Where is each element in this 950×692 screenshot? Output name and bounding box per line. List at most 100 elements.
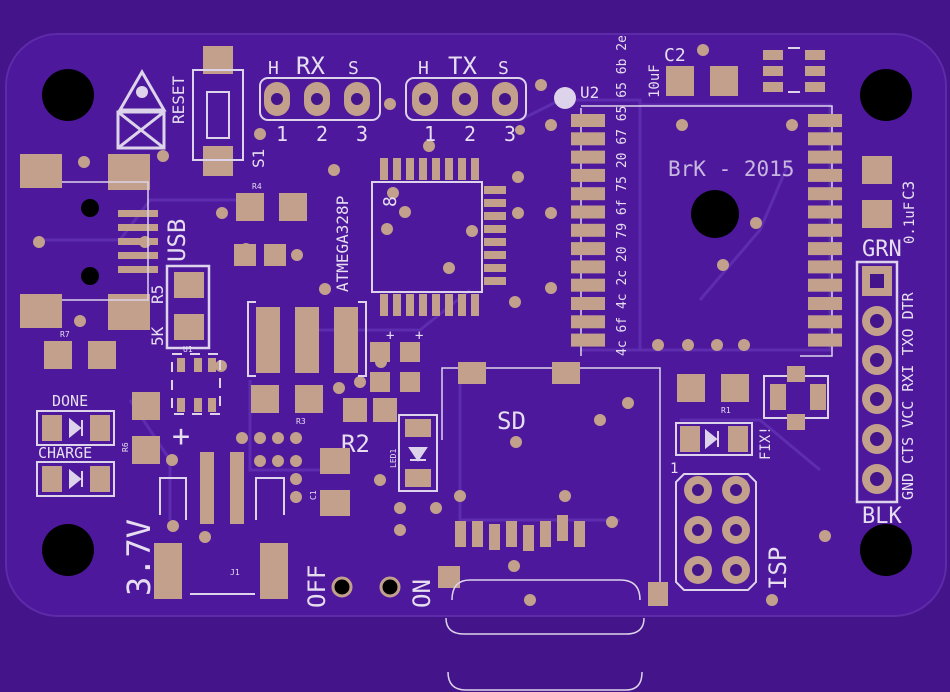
ic-pin-pad [484,225,506,233]
ic-pin-pad [808,333,842,347]
usb-connector [20,154,158,330]
fix-diode [763,366,829,430]
tx-pin-1: 1 [424,122,436,146]
credit-label: BrK - 2015 [668,157,794,181]
r5-label: R5 [148,285,167,304]
rx-pin-2: 2 [316,122,328,146]
rx-title: RX [296,52,325,80]
rx-h-label: H [268,58,279,79]
r1-label: R1 [721,406,731,415]
tx-pin-3: 3 [504,122,516,146]
mount-hole [860,69,912,121]
ic-pin-pad [571,297,605,310]
ic-pin-pad [406,158,414,180]
rx-pin-3: 3 [356,122,368,146]
ic-pin-pad [808,278,842,292]
ic-pin-pad [808,260,842,274]
c3-value: 0.1uF [902,202,918,244]
switch-label: S1 [249,149,268,168]
ic-pin-pad [808,297,842,310]
ic-pin-pad [419,158,427,180]
ic-pin-pad [571,223,605,237]
c2-label: C2 [664,45,686,66]
ic-pin-pad [406,294,414,316]
isp-pin1-label: 1 [670,461,678,477]
led1 [398,414,438,492]
ic-pin-pad [571,260,605,274]
rx-header [259,77,381,121]
ic-pin-pad [571,168,605,182]
u2-module [554,87,842,357]
mount-hole [42,524,94,576]
voltage-regulator [763,47,825,93]
resistor-pad [236,193,264,221]
blk-label: BLK [862,504,902,529]
r6-label: R6 [121,442,130,452]
warning-icon [116,69,167,150]
battery-label: 3.7V [120,519,158,596]
charge-label: CHARGE [38,444,92,462]
svg-text:+: + [415,328,423,344]
led1-label: LED1 [389,449,398,468]
ic-pin-pad [458,294,466,316]
ic-pin-pad [808,114,842,127]
ic-pin-pad [571,132,605,146]
c1-label: C1 [309,490,318,500]
u1-label: U1 [183,345,193,354]
isp-label: ISP [764,547,792,590]
r3-label: R3 [296,417,306,426]
done-label: DONE [52,392,88,410]
tx-pin-2: 2 [464,122,476,146]
ic-pin-pad [380,158,388,180]
mount-hole [42,69,94,121]
r5-resistor [165,264,211,350]
mount-hole [691,190,739,238]
ic-pin-pad [571,278,605,292]
reset-label: RESET [169,75,188,124]
ic-pin-pad [484,251,506,259]
svg-text:+: + [386,328,394,344]
ic-pin-pad [571,333,605,347]
resistor-pad [279,193,307,221]
ic-pin-pad [484,238,506,246]
ic-pin-pad [484,277,506,285]
charge-led [36,461,115,497]
tx-header [405,77,527,121]
ic-pin-pad [571,242,605,256]
module-code: 4c 6f 4c 2c 20 79 6f 75 20 67 65 65 6b 2… [615,35,630,356]
ic-pin-pad [808,168,842,182]
ic-pin-pad [393,158,401,180]
ic-pin-pad [471,294,479,316]
ic-pin-pad [808,132,842,146]
r4-label: R4 [252,182,262,191]
rx-s-label: S [348,58,359,79]
ic-pin-pad [808,205,842,219]
c3-label: C3 [899,181,918,200]
tx-s-label: S [498,58,509,79]
ic-pin-pad [419,294,427,316]
ic-pin-pad [484,186,506,194]
ic-pin-pad [432,294,440,316]
switch-hole [331,576,353,598]
sd-label: SD [497,407,526,435]
ic-pin-pad [445,294,453,316]
ic-pin-pad [484,212,506,220]
isp-header [675,473,757,591]
reset-switch [192,46,244,176]
ic-pin-pad [571,205,605,219]
usb-label: USB [163,219,191,262]
ftdi-header [855,260,899,504]
rx-pin-1: 1 [276,122,288,146]
done-led [36,410,115,446]
u2-label: U2 [580,83,599,102]
ic-pin-pad [571,315,605,329]
ic-pin-pad [458,158,466,180]
u1-ic [171,353,221,415]
ic-pin-pad [808,223,842,237]
atmega-chip [371,158,506,316]
ic-pin-pad [808,242,842,256]
ic-pin-pad [571,114,605,127]
mount-hole [860,524,912,576]
